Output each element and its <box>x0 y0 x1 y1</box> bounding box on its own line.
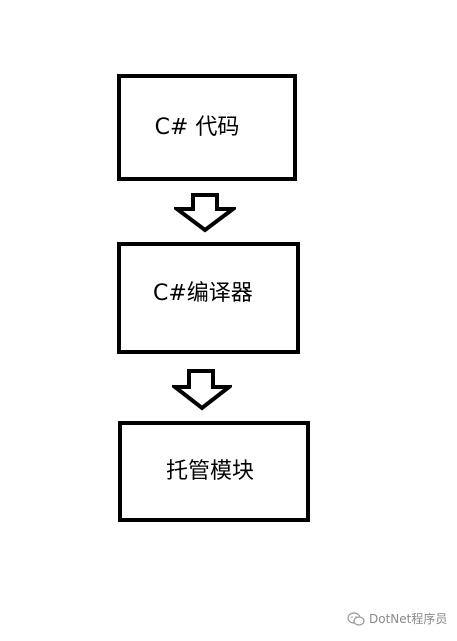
node-csharp-code: C# 代码 <box>117 74 297 181</box>
wechat-icon <box>347 611 365 626</box>
node-label: C#编译器 <box>153 281 253 306</box>
node-managed-module: 托管模块 <box>118 421 310 522</box>
down-arrow-icon <box>174 193 236 233</box>
watermark: DotNet程序员 <box>347 610 447 627</box>
node-label: C# 代码 <box>154 114 240 140</box>
node-csharp-compiler: C#编译器 <box>117 242 300 354</box>
node-label: 托管模块 <box>166 458 255 484</box>
down-arrow-icon <box>172 369 232 411</box>
watermark-text: DotNet程序员 <box>369 612 448 626</box>
